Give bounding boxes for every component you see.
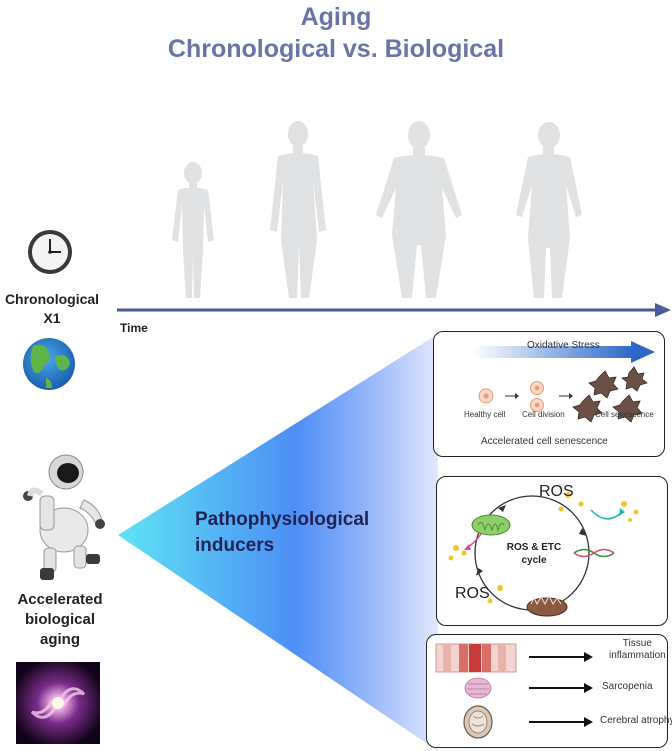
ros-etc-line1: ROS & ETC	[506, 542, 562, 553]
accelerated-aging-label: Accelerated biological aging	[0, 590, 120, 650]
oxidative-stress-arrow	[472, 345, 633, 358]
brain-icon	[462, 704, 493, 739]
accelerated-line2: biological	[24, 611, 95, 628]
ros-bottom-label: ROS	[455, 585, 490, 602]
ros-etc-cycle-panel: ROS ROS ROS & ETC cycle	[436, 476, 668, 626]
earth-icon	[23, 338, 75, 390]
ros-top-label: ROS	[539, 483, 574, 500]
cell-division-label: Cell division	[522, 410, 565, 419]
accelerated-line1: Accelerated	[17, 591, 103, 608]
tissue-line1: Tissue	[622, 638, 652, 649]
clock-icon	[28, 230, 72, 274]
damaged-mitochondrion-icon	[526, 594, 567, 616]
inducers-line1: Pathophysiological	[195, 509, 370, 530]
cerebral-atrophy-label: Cerebral atrophy	[600, 715, 672, 726]
mitochondrion-icon	[471, 514, 510, 535]
tissue-inflammation-label: Tissue inflammation	[609, 638, 666, 662]
diagram-title: Aging	[300, 3, 372, 31]
diagram-subtitle: Chronological vs. Biological	[167, 35, 505, 63]
cell-senescence-panel: Oxidative Stress Healthy cell Cell divis…	[433, 331, 665, 457]
inducers-line2: inducers	[195, 535, 275, 556]
accelerated-cell-senescence-caption: Accelerated cell senescence	[481, 436, 608, 447]
adult-silhouette	[376, 121, 462, 298]
human-silhouettes	[172, 121, 582, 298]
ros-release-arrow	[589, 508, 621, 519]
muscle-icon	[464, 677, 491, 698]
adolescent-silhouette	[270, 121, 326, 298]
ros-etc-cycle-label: ROS & ETC cycle	[504, 541, 564, 567]
pathophysiological-inducers-label: Pathophysiological inducers	[195, 507, 395, 559]
ros-particles	[448, 491, 638, 603]
chronological-text: Chronological	[4, 291, 100, 307]
cell-senescence-label: Cell senescence	[595, 410, 654, 419]
accelerated-line3: aging	[40, 631, 80, 648]
chronological-label: Chronological X1	[0, 290, 104, 328]
tissue-line2: inflammation	[609, 650, 666, 661]
senescent-cells-icon	[571, 365, 648, 423]
sarcopenia-label: Sarcopenia	[602, 681, 653, 692]
galaxy-icon	[16, 662, 100, 744]
dna-icon	[573, 548, 614, 557]
inducer-cone	[118, 334, 438, 751]
chronological-factor: X1	[43, 310, 61, 326]
tissue-effects-panel: Tissue inflammation Sarcopenia Cerebral …	[426, 634, 672, 748]
child-silhouette	[172, 162, 214, 298]
cell-senescence-graphic	[472, 340, 655, 423]
astronaut-icon	[23, 454, 105, 580]
healthy-cell-label: Healthy cell	[464, 410, 506, 419]
tissue-effects-graphic	[435, 643, 593, 739]
elder-silhouette	[516, 122, 582, 298]
oxidative-stress-label: Oxidative Stress	[527, 340, 600, 351]
inflamed-tissue-icon	[435, 643, 516, 672]
oxidative-stress-arrowhead	[630, 340, 655, 363]
time-axis-arrowhead	[655, 303, 671, 317]
ros-cycle-graphic	[448, 491, 638, 616]
time-axis-label: Time	[120, 321, 148, 335]
ros-etc-line2: cycle	[521, 555, 547, 566]
